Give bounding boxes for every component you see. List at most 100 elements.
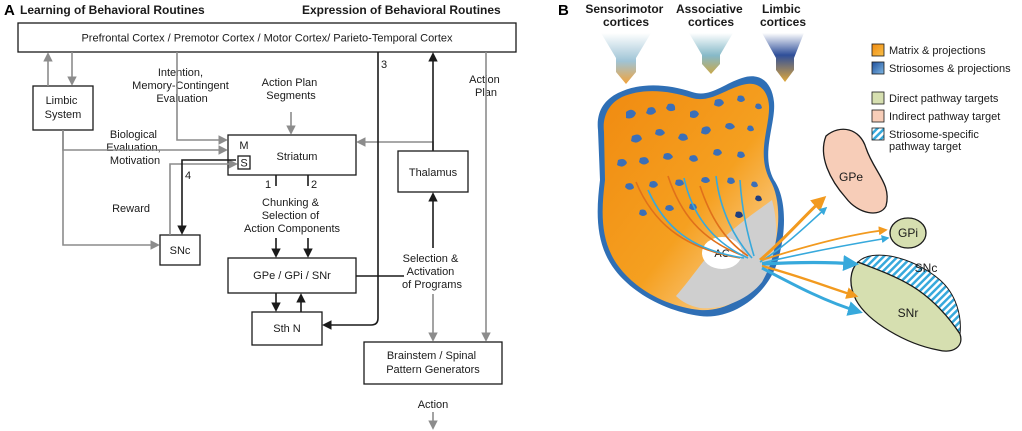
blue-fiber	[647, 189, 745, 259]
heading-learning: Learning of Behavioral Routines	[20, 3, 205, 17]
gpe-nucleus	[822, 128, 888, 214]
blue-fiber	[739, 179, 755, 257]
aps-line-1: Action Plan	[262, 77, 318, 89]
panel-a-letter: A	[4, 2, 15, 19]
intention-line-1: Intention,	[158, 67, 203, 79]
selection-label: Selection & Activation of Programs	[402, 253, 462, 291]
striatum-to-snc-arrow	[177, 159, 236, 235]
intention-arrow	[176, 52, 228, 145]
striosome	[737, 95, 745, 102]
striosome	[737, 151, 745, 158]
striosome	[649, 181, 658, 188]
sel-line-2: Activation	[407, 266, 455, 278]
striosome	[755, 103, 762, 110]
thalamus-box	[397, 150, 469, 193]
striosome	[725, 123, 735, 130]
striosome	[678, 133, 688, 141]
limbic-box-line-1: Limbic	[46, 95, 78, 107]
ap-line-1: Action	[469, 74, 500, 86]
striosome	[735, 211, 743, 218]
gpe-label: GPe	[839, 170, 863, 184]
striosome	[655, 129, 665, 136]
brainstem-box	[363, 341, 503, 385]
projection-to-snr-blue	[761, 266, 863, 316]
striosome	[631, 134, 642, 143]
limbic-input-arrow	[762, 33, 804, 82]
bio-line-2: Evaluation,	[106, 142, 160, 154]
thalamus-to-striatum-arrow	[356, 137, 434, 151]
striosome	[625, 183, 634, 190]
brainstem-line-1: Brainstem / Spinal	[387, 350, 476, 362]
striosome	[747, 125, 754, 132]
legend-label-striosome-specific: Striosome-specific pathway target	[889, 129, 982, 153]
limbic-to-snc-arrow	[62, 130, 160, 250]
chunk-line-2: Selection of	[262, 210, 320, 222]
brainstem-line-2: Pattern Generators	[386, 364, 480, 376]
striosome	[689, 155, 698, 162]
snr-nucleus	[850, 261, 962, 352]
legend-ss-line-1: Striosome-specific	[889, 129, 979, 141]
panel-b: B Sensorimotor cortices Associative cort…	[558, 2, 1011, 352]
legend-label-indirect: Indirect pathway target	[889, 111, 1000, 123]
limbic-box-label: Limbic System	[45, 95, 82, 121]
projection-to-gpe-blue	[759, 206, 828, 263]
striosome	[690, 110, 699, 118]
brainstem-label: Brainstem / Spinal Pattern Generators	[386, 350, 480, 376]
sel-line-1: Selection &	[403, 253, 459, 265]
panel-b-letter: B	[558, 2, 569, 19]
snc-label-b: SNc	[915, 261, 938, 275]
legend-label-matrix: Matrix & projections	[889, 45, 986, 57]
thalamus-label: Thalamus	[409, 167, 458, 179]
blue-fiber	[683, 177, 749, 259]
legend-ss-line-2: pathway target	[889, 141, 961, 153]
striosome	[666, 103, 676, 112]
sensorimotor-label: Sensorimotor cortices	[585, 2, 666, 29]
striosome	[663, 153, 673, 160]
limbic-box-line-2: System	[45, 109, 82, 121]
associative-line-1: Associative	[676, 2, 743, 16]
striosome	[639, 157, 649, 165]
limbic-cortices-line-2: cortices	[760, 15, 806, 29]
limbic-system-box	[32, 85, 94, 131]
legend-swatch-direct	[871, 91, 885, 105]
sel-line-3: of Programs	[402, 279, 462, 291]
num-3: 3	[381, 59, 387, 71]
striosome	[639, 209, 647, 216]
limbic-cortices-line-1: Limbic	[762, 2, 801, 16]
projection-to-gpe-orange	[759, 196, 827, 262]
legend-swatch-indirect	[871, 109, 885, 123]
striosome	[701, 177, 710, 183]
associative-line-2: cortices	[688, 15, 734, 29]
striosome	[714, 99, 724, 107]
gpe-gpi-snr-box	[227, 257, 357, 294]
striosome	[665, 205, 674, 211]
striosome	[675, 179, 684, 186]
bio-line-3: Motivation	[110, 155, 160, 167]
intention-line-3: Evaluation	[156, 93, 207, 105]
striosome	[727, 177, 735, 184]
snc-label-a: SNc	[170, 245, 191, 257]
striatum-s-label: S	[240, 158, 247, 170]
aps-line-2: Segments	[266, 90, 316, 102]
striosome	[626, 109, 636, 119]
striosome	[701, 126, 711, 135]
striosome-patches	[617, 95, 762, 218]
action-label: Action	[418, 399, 449, 411]
biological-label: Biological Evaluation, Motivation	[106, 129, 164, 167]
intention-line-2: Memory-Contingent	[132, 80, 229, 92]
projection-to-gpi-orange	[761, 226, 888, 261]
legend: Matrix & projections Striosomes & projec…	[871, 43, 1011, 153]
legend-label-striosomes: Striosomes & projections	[889, 63, 1011, 75]
legend-label-direct: Direct pathway targets	[889, 93, 999, 105]
gpe-gpi-snr-label: GPe / GPi / SNr	[253, 270, 331, 282]
internal-fibers	[635, 175, 755, 259]
striatum-m-label: M	[239, 140, 248, 152]
num-2: 2	[311, 179, 317, 191]
snc-box	[159, 234, 201, 266]
cortex-box	[17, 22, 517, 53]
cortex-box-label: Prefrontal Cortex / Premotor Cortex / Mo…	[81, 33, 453, 45]
reward-label: Reward	[112, 203, 150, 215]
bio-line-1: Biological	[110, 129, 157, 141]
striatum-s-box	[237, 155, 251, 170]
